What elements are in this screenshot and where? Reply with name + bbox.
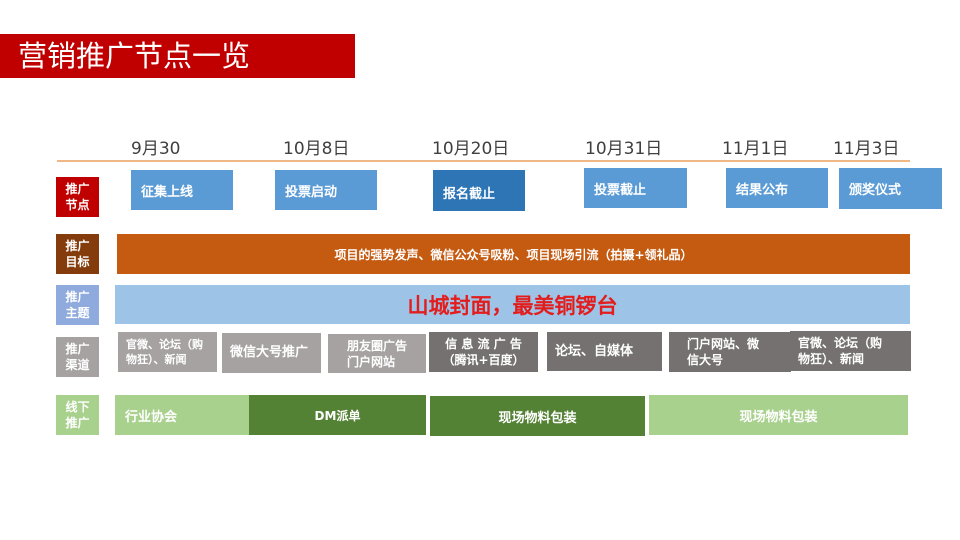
channel-box: 门户网站、微 信大号 <box>669 332 791 372</box>
row-label-offline: 线下 推广 <box>56 395 99 435</box>
channel-box: 朋友圈广告 门户网站 <box>328 334 426 373</box>
channel-box: 微信大号推广 <box>222 333 321 373</box>
timeline-date: 10月8日 <box>283 139 350 159</box>
timeline-date: 11月1日 <box>722 139 789 159</box>
row-label-nodes: 推广 节点 <box>56 177 99 217</box>
timeline-line <box>57 160 910 162</box>
channel-box: 官微、论坛（购 物狂）、新闻 <box>790 331 911 371</box>
goal-bar: 项目的强势发声、微信公众号吸粉、项目现场引流（拍摄+领礼品） <box>117 234 910 274</box>
node-box: 投票启动 <box>275 170 377 210</box>
channel-box: 信 息 流 广 告 （腾讯+百度） <box>429 332 538 372</box>
node-box: 报名截止 <box>433 170 525 211</box>
timeline-date: 11月3日 <box>833 139 900 159</box>
channel-box: 论坛、自媒体 <box>547 332 662 371</box>
offline-box: 现场物料包装 <box>430 396 645 436</box>
offline-box: 行业协会 <box>115 395 249 435</box>
theme-bar: 山城封面，最美铜锣台 <box>115 285 910 324</box>
offline-box: DM派单 <box>249 395 426 435</box>
row-label-channels: 推广 渠道 <box>56 337 99 377</box>
timeline-date: 9月30 <box>131 139 181 159</box>
row-label-theme: 推广 主题 <box>56 285 99 325</box>
node-box: 颁奖仪式 <box>839 168 942 209</box>
offline-box: 现场物料包装 <box>649 395 908 435</box>
node-box: 征集上线 <box>131 170 233 210</box>
row-label-goal: 推广 目标 <box>56 234 99 274</box>
timeline-date: 10月31日 <box>585 139 663 159</box>
page-title: 营销推广节点一览 <box>18 39 251 73</box>
timeline-date: 10月20日 <box>432 139 510 159</box>
node-box: 结果公布 <box>726 168 828 208</box>
channel-box: 官微、论坛（购物狂）、新闻 <box>118 332 217 372</box>
title-bar <box>0 34 355 78</box>
node-box: 投票截止 <box>584 168 687 208</box>
